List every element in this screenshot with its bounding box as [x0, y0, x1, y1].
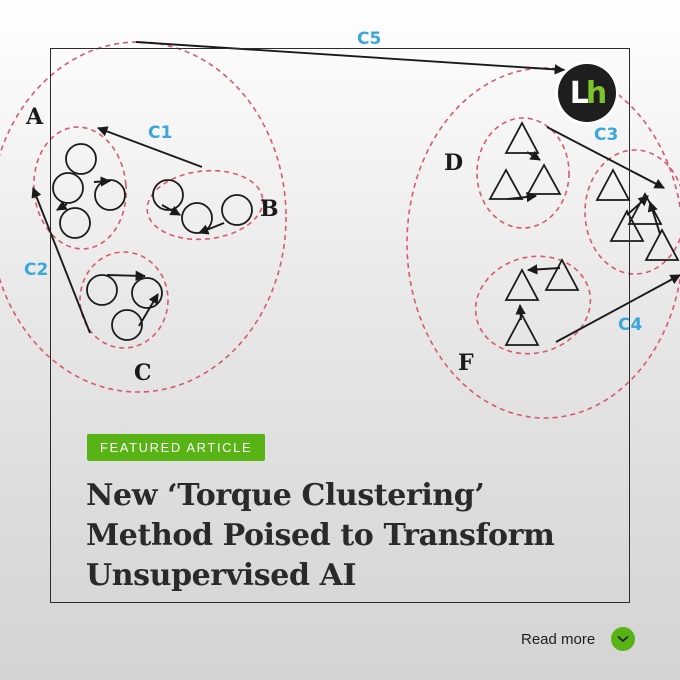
cluster-e-outline: [584, 149, 680, 275]
arrow-internal: [515, 303, 526, 321]
headline-line-3: Unsupervised AI: [86, 558, 357, 593]
cluster-label-a: A: [25, 104, 44, 130]
point: [488, 168, 524, 200]
point: [609, 209, 645, 242]
arrow-internal: [198, 222, 225, 235]
headline-line-2: Method Poised to Transform: [86, 518, 555, 553]
featured-article-badge: FEATURED ARTICLE: [87, 434, 266, 461]
point: [526, 163, 562, 195]
arrow-internal: [647, 201, 661, 235]
arrow-internal: [106, 270, 147, 281]
arrow-internal: [526, 264, 561, 275]
chevron-down-icon[interactable]: [611, 627, 636, 651]
arrow-internal: [138, 293, 159, 327]
connection-label-c3: C3: [594, 125, 618, 145]
point: [86, 274, 118, 306]
circle-points: [52, 143, 253, 341]
point: [644, 228, 680, 261]
triangle-points: [488, 121, 680, 346]
point: [595, 168, 631, 201]
arrow-c2: [31, 187, 91, 334]
connection-label-c2: C2: [24, 260, 48, 280]
point: [65, 143, 97, 175]
connection-label-c1: C1: [148, 123, 172, 143]
headline-line-1: New ‘Torque Clustering’: [86, 478, 485, 513]
connection-labels: C1 C2 C3 C4 C5: [24, 29, 642, 335]
cluster-label-c: C: [134, 360, 152, 386]
logo-letter-h: h: [585, 75, 607, 111]
point: [504, 313, 540, 346]
point: [131, 277, 163, 309]
cluster-f-outline: [474, 255, 592, 355]
point: [221, 194, 253, 226]
arrow-c1: [97, 126, 203, 168]
arrow-internal: [56, 200, 68, 211]
connection-arrows: [31, 41, 680, 343]
arrow-internal: [526, 150, 541, 161]
arrow-internal: [507, 191, 538, 203]
cluster-letters: A B C D F: [25, 104, 474, 386]
point: [152, 179, 184, 211]
outer-cluster-left: [0, 41, 287, 393]
cluster-a-outline: [33, 126, 127, 250]
cluster-label-b: B: [260, 196, 279, 222]
arrow-c4: [555, 274, 680, 343]
point: [111, 309, 143, 341]
arrow-internal: [626, 195, 649, 216]
point: [504, 268, 540, 301]
cluster-c-outline: [79, 251, 169, 349]
point: [59, 207, 91, 239]
arrow-internal: [93, 176, 112, 187]
arrow-internal: [161, 204, 181, 216]
read-more-label: Read more: [521, 630, 596, 648]
logo-letter-l: L: [569, 75, 589, 111]
arrow-c3: [546, 126, 665, 189]
point: [504, 121, 540, 154]
cluster-label-f: F: [458, 350, 474, 376]
connection-label-c5: C5: [357, 29, 381, 49]
article-headline[interactable]: New ‘Torque Clustering’ Method Poised to…: [86, 476, 606, 596]
cluster-d-outline: [476, 117, 570, 229]
point: [544, 258, 580, 291]
point: [181, 202, 213, 234]
cluster-label-d: D: [444, 150, 463, 176]
point: [52, 172, 84, 204]
arrow-c5: [135, 41, 566, 75]
cluster-b-outline: [146, 169, 264, 241]
read-more-button[interactable]: Read more: [521, 626, 636, 652]
connection-label-c4: C4: [618, 315, 642, 335]
image-frame: [50, 48, 630, 603]
